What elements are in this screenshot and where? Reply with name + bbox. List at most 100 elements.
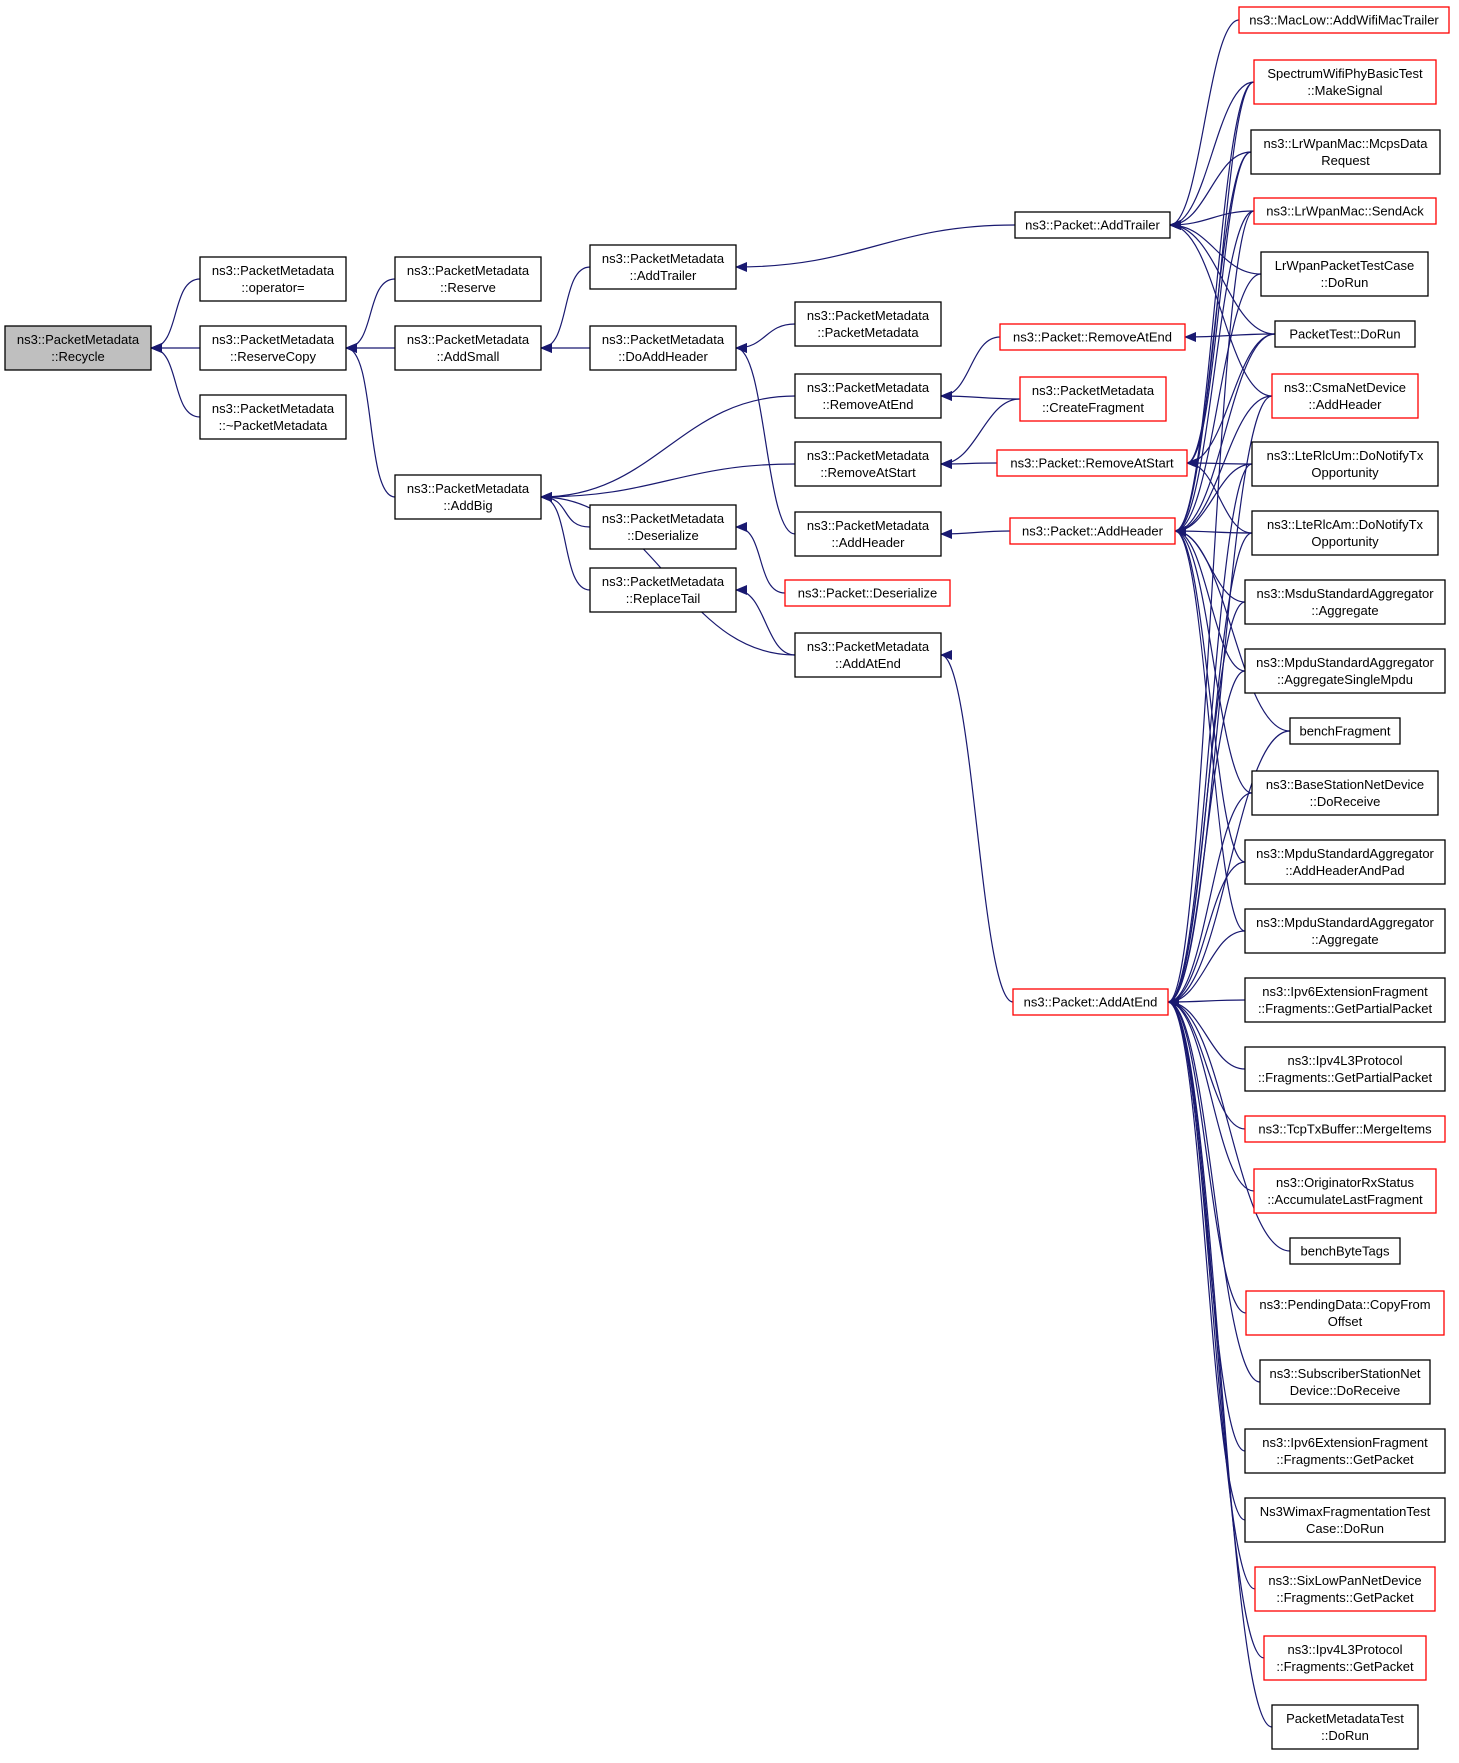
node-p-add-trailer[interactable]: ns3::Packet::AddTrailer <box>1014 211 1171 239</box>
node-create-fragment[interactable]: ns3::PacketMetadata::CreateFragment <box>1019 376 1167 422</box>
node-p-add-at-end[interactable]: ns3::Packet::AddAtEnd <box>1012 988 1169 1016</box>
node-ipv6-partial[interactable]: ns3::Ipv6ExtensionFragment::Fragments::G… <box>1244 977 1446 1023</box>
node-ss-receive[interactable]: ns3::SubscriberStationNetDevice::DoRecei… <box>1259 1359 1431 1405</box>
node-label-line: ns3::PacketMetadata <box>602 251 725 266</box>
edge-p_add_at_end-to-pm_add_at_end <box>940 650 1014 1003</box>
node-bench-fragment[interactable]: benchFragment <box>1289 717 1401 745</box>
node-label-line: ns3::PacketMetadata <box>807 380 930 395</box>
node-operator-eq[interactable]: ns3::PacketMetadata::operator= <box>199 256 347 302</box>
node-p-add-header[interactable]: ns3::Packet::AddHeader <box>1009 517 1176 545</box>
node-sixlowpan[interactable]: ns3::SixLowPanNetDevice::Fragments::GetP… <box>1254 1566 1436 1612</box>
node-pm-add-at-end[interactable]: ns3::PacketMetadata::AddAtEnd <box>794 632 942 678</box>
node-add-small[interactable]: ns3::PacketMetadata::AddSmall <box>394 325 542 371</box>
node-label-line: ns3::PacketMetadata <box>1032 383 1155 398</box>
edge-spectrum-to-p_add_header <box>1174 81 1255 536</box>
node-mpdu-agg[interactable]: ns3::MpduStandardAggregator::Aggregate <box>1244 908 1446 954</box>
node-label-line: ns3::LrWpanMac::McpsData <box>1263 136 1428 151</box>
edge-spectrum-to-p_add_trailer <box>1169 81 1255 230</box>
node-pm-ctor[interactable]: ns3::PacketMetadata::PacketMetadata <box>794 301 942 347</box>
node-csma[interactable]: ns3::CsmaNetDevice::AddHeader <box>1271 373 1419 419</box>
node-pm-add-trailer[interactable]: ns3::PacketMetadata::AddTrailer <box>589 244 737 290</box>
edge-lrwpan_test-to-p_add_trailer <box>1169 220 1262 275</box>
node-label-line: SpectrumWifiPhyBasicTest <box>1267 66 1423 81</box>
edge-lrwpan_mcps-to-p_remove_at_start <box>1186 151 1252 468</box>
node-packet-test[interactable]: PacketTest::DoRun <box>1274 320 1416 348</box>
edge-mpdu_pad-to-p_add_at_end <box>1167 861 1246 1007</box>
node-p-deserialize[interactable]: ns3::Packet::Deserialize <box>784 579 951 607</box>
node-recycle[interactable]: ns3::PacketMetadata::Recycle <box>4 325 152 371</box>
node-label-line: PacketTest::DoRun <box>1289 327 1400 342</box>
edge-ipv6_packet-to-p_add_at_end <box>1167 997 1246 1452</box>
node-label-line: ns3::MpduStandardAggregator <box>1256 846 1434 861</box>
node-label-line: ns3::Ipv6ExtensionFragment <box>1262 1435 1428 1450</box>
node-label-line: ns3::Ipv4L3Protocol <box>1288 1642 1403 1657</box>
node-ipv4-packet[interactable]: ns3::Ipv4L3Protocol::Fragments::GetPacke… <box>1263 1635 1427 1681</box>
node-label-line: ::AddAtEnd <box>835 656 901 671</box>
node-destructor[interactable]: ns3::PacketMetadata::~PacketMetadata <box>199 394 347 440</box>
node-label-line: ::AddSmall <box>437 349 500 364</box>
node-label-line: ns3::PacketMetadata <box>407 263 530 278</box>
node-label-line: ns3::PacketMetadata <box>602 574 725 589</box>
node-label-line: ns3::SubscriberStationNet <box>1269 1366 1420 1381</box>
edge-create_fragment-to-pm_remove_at_end <box>940 391 1021 402</box>
edge-bench_fragment-to-p_add_header <box>1174 526 1291 732</box>
node-label-line: Ns3WimaxFragmentationTest <box>1260 1504 1431 1519</box>
node-mpdu-single[interactable]: ns3::MpduStandardAggregator::AggregateSi… <box>1244 648 1446 694</box>
edge-p_remove_at_end-to-pm_remove_at_end <box>940 336 1001 401</box>
node-lrwpan-sendack[interactable]: ns3::LrWpanMac::SendAck <box>1253 197 1437 225</box>
node-pm-remove-at-end[interactable]: ns3::PacketMetadata::RemoveAtEnd <box>794 373 942 419</box>
node-label-line: Offset <box>1328 1314 1363 1329</box>
node-reserve-copy[interactable]: ns3::PacketMetadata::ReserveCopy <box>199 325 347 371</box>
node-tcp-merge[interactable]: ns3::TcpTxBuffer::MergeItems <box>1244 1115 1446 1143</box>
node-label-line: ::ReplaceTail <box>626 591 701 606</box>
node-bench-bytetags[interactable]: benchByteTags <box>1289 1237 1401 1265</box>
node-label-line: ns3::PacketMetadata <box>212 263 335 278</box>
node-label-line: ::Fragments::GetPacket <box>1276 1659 1414 1674</box>
node-add-big[interactable]: ns3::PacketMetadata::AddBig <box>394 474 542 520</box>
node-pm-add-header[interactable]: ns3::PacketMetadata::AddHeader <box>794 511 942 557</box>
node-p-remove-at-end[interactable]: ns3::Packet::RemoveAtEnd <box>999 323 1186 351</box>
node-p-remove-at-start[interactable]: ns3::Packet::RemoveAtStart <box>996 449 1188 477</box>
node-originator[interactable]: ns3::OriginatorRxStatus::AccumulateLastF… <box>1253 1168 1437 1214</box>
node-label-line: ::Recycle <box>51 349 104 364</box>
node-reserve[interactable]: ns3::PacketMetadata::Reserve <box>394 256 542 302</box>
node-label-line: ::Fragments::GetPacket <box>1276 1452 1414 1467</box>
node-replace-tail[interactable]: ns3::PacketMetadata::ReplaceTail <box>589 567 737 613</box>
node-pm-deserialize[interactable]: ns3::PacketMetadata::Deserialize <box>589 504 737 550</box>
node-maclow[interactable]: ns3::MacLow::AddWifiMacTrailer <box>1238 6 1450 34</box>
node-pm-remove-at-start[interactable]: ns3::PacketMetadata::RemoveAtStart <box>794 441 942 487</box>
node-label-line: ns3::PacketMetadata <box>807 308 930 323</box>
node-msdu-agg[interactable]: ns3::MsduStandardAggregator::Aggregate <box>1244 579 1446 625</box>
node-label-line: ns3::LrWpanMac::SendAck <box>1266 204 1424 219</box>
node-do-add-header[interactable]: ns3::PacketMetadata::DoAddHeader <box>589 325 737 371</box>
node-label-line: ns3::Packet::Deserialize <box>798 586 937 601</box>
node-label-line: ::RemoveAtEnd <box>822 397 913 412</box>
node-label-line: benchByteTags <box>1301 1244 1390 1259</box>
edge-pm_add_at_end-to-replace_tail <box>735 585 796 656</box>
node-label-line: ::AggregateSingleMpdu <box>1277 672 1413 687</box>
edge-lrwpan_mcps-to-p_add_trailer <box>1169 151 1252 230</box>
node-ipv6-packet[interactable]: ns3::Ipv6ExtensionFragment::Fragments::G… <box>1244 1428 1446 1474</box>
node-label-line: Opportunity <box>1311 534 1379 549</box>
node-spectrum[interactable]: SpectrumWifiPhyBasicTest::MakeSignal <box>1253 59 1437 105</box>
node-bs-receive[interactable]: ns3::BaseStationNetDevice::DoReceive <box>1251 770 1439 816</box>
edge-pm_ctor-to-do_add_header <box>735 323 796 353</box>
node-label-line: ns3::TcpTxBuffer::MergeItems <box>1258 1122 1432 1137</box>
node-lrwpan-test[interactable]: LrWpanPacketTestCase::DoRun <box>1260 251 1429 297</box>
edge-lte_am-to-p_add_header <box>1174 526 1253 537</box>
node-mpdu-pad[interactable]: ns3::MpduStandardAggregator::AddHeaderAn… <box>1244 839 1446 885</box>
node-label-line: ::MakeSignal <box>1307 83 1382 98</box>
edge-mpdu_single-to-p_add_header <box>1174 526 1246 672</box>
edge-pm_deserialize-to-add_big <box>540 492 591 528</box>
edge-csma-to-p_add_trailer <box>1169 220 1273 397</box>
node-ipv4-partial[interactable]: ns3::Ipv4L3Protocol::Fragments::GetParti… <box>1244 1046 1446 1092</box>
edge-pm_add_trailer-to-add_small <box>540 266 591 353</box>
node-pm-test[interactable]: PacketMetadataTest::DoRun <box>1271 1704 1419 1750</box>
node-label-line: ::RemoveAtStart <box>820 465 916 480</box>
